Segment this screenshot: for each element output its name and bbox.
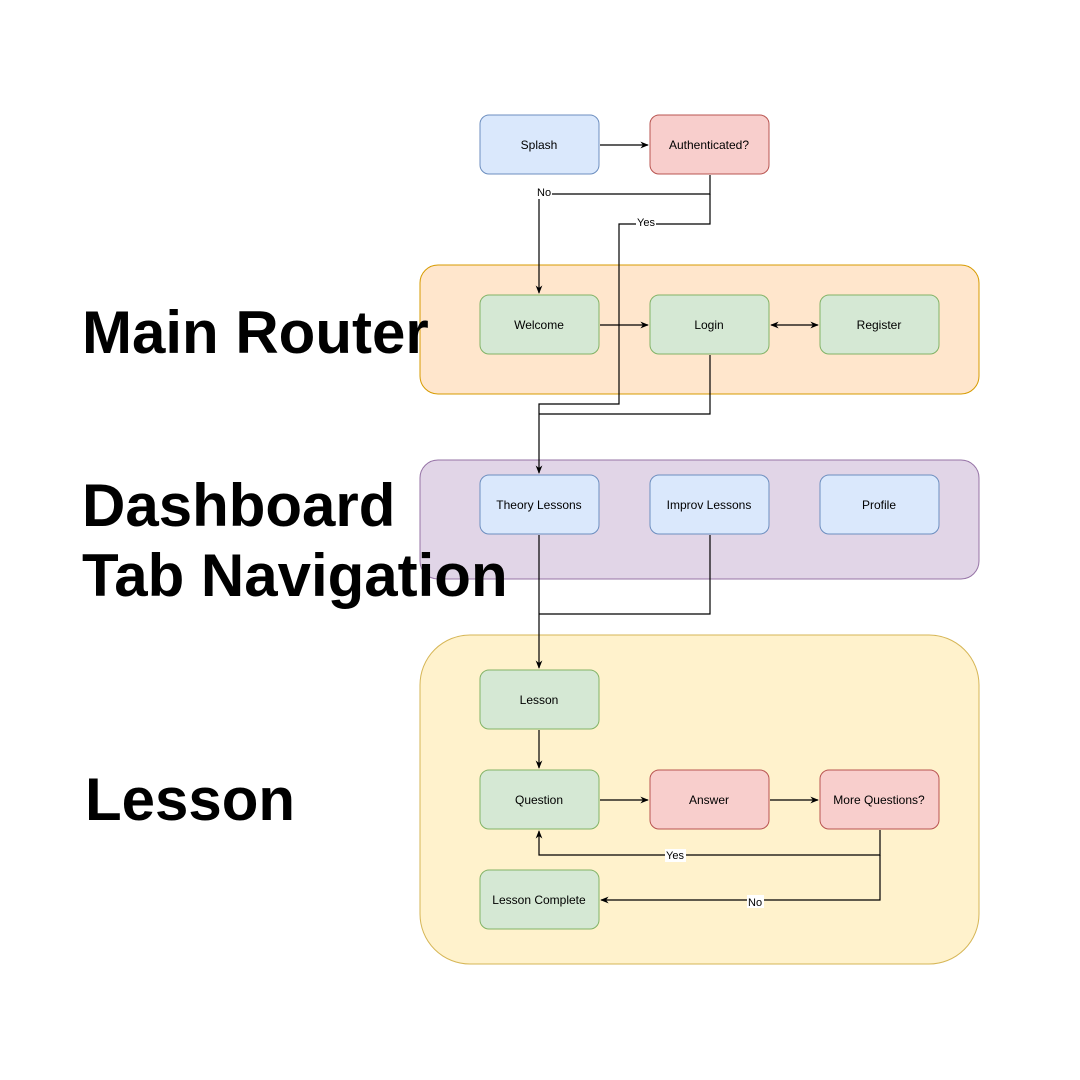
- node-improv-lessons[interactable]: Improv Lessons: [649, 474, 770, 535]
- node-register[interactable]: Register: [819, 294, 940, 355]
- node-theory-lessons[interactable]: Theory Lessons: [479, 474, 600, 535]
- node-label: Splash: [521, 138, 558, 152]
- node-answer[interactable]: Answer: [649, 769, 770, 830]
- section-title-dashboard: Dashboard: [82, 472, 396, 539]
- edge-improv-lesson: [539, 535, 711, 615]
- edge-auth-no-welcome: [535, 175, 711, 294]
- node-splash[interactable]: Splash: [479, 114, 600, 175]
- node-lesson-complete[interactable]: Lesson Complete: [479, 869, 600, 930]
- edge-login-theory: [539, 355, 711, 415]
- node-label: Lesson: [520, 693, 559, 707]
- edge-label-more-no: No: [748, 897, 762, 909]
- node-label: Register: [857, 318, 902, 332]
- node-profile[interactable]: Profile: [819, 474, 940, 535]
- node-label: Profile: [862, 498, 896, 512]
- node-login[interactable]: Login: [649, 294, 770, 355]
- section-title-tab-navigation: Tab Navigation: [82, 542, 508, 609]
- edge-more-no-complete: [600, 855, 881, 904]
- node-question[interactable]: Question: [479, 769, 600, 830]
- node-label: Welcome: [514, 318, 564, 332]
- node-authenticated[interactable]: Authenticated?: [649, 114, 770, 175]
- node-label: Lesson Complete: [492, 893, 586, 907]
- edge-label-more-yes: Yes: [666, 850, 684, 862]
- node-label: Answer: [689, 793, 729, 807]
- node-label: Authenticated?: [669, 138, 749, 152]
- node-lesson[interactable]: Lesson: [479, 669, 600, 730]
- node-more-questions[interactable]: More Questions?: [819, 769, 940, 830]
- section-title-lesson: Lesson: [85, 766, 296, 833]
- node-label: Theory Lessons: [496, 498, 581, 512]
- section-title-main-router: Main Router: [82, 299, 429, 366]
- node-welcome[interactable]: Welcome: [479, 294, 600, 355]
- node-label: Question: [515, 793, 563, 807]
- edge-label-auth-no: No: [537, 187, 551, 199]
- edge-more-yes-question: [535, 830, 881, 856]
- edge-auth-yes-theory: [535, 194, 711, 474]
- node-label: Improv Lessons: [667, 498, 752, 512]
- edge-label-auth-yes: Yes: [637, 217, 655, 229]
- node-label: Login: [694, 318, 723, 332]
- node-label: More Questions?: [833, 793, 925, 807]
